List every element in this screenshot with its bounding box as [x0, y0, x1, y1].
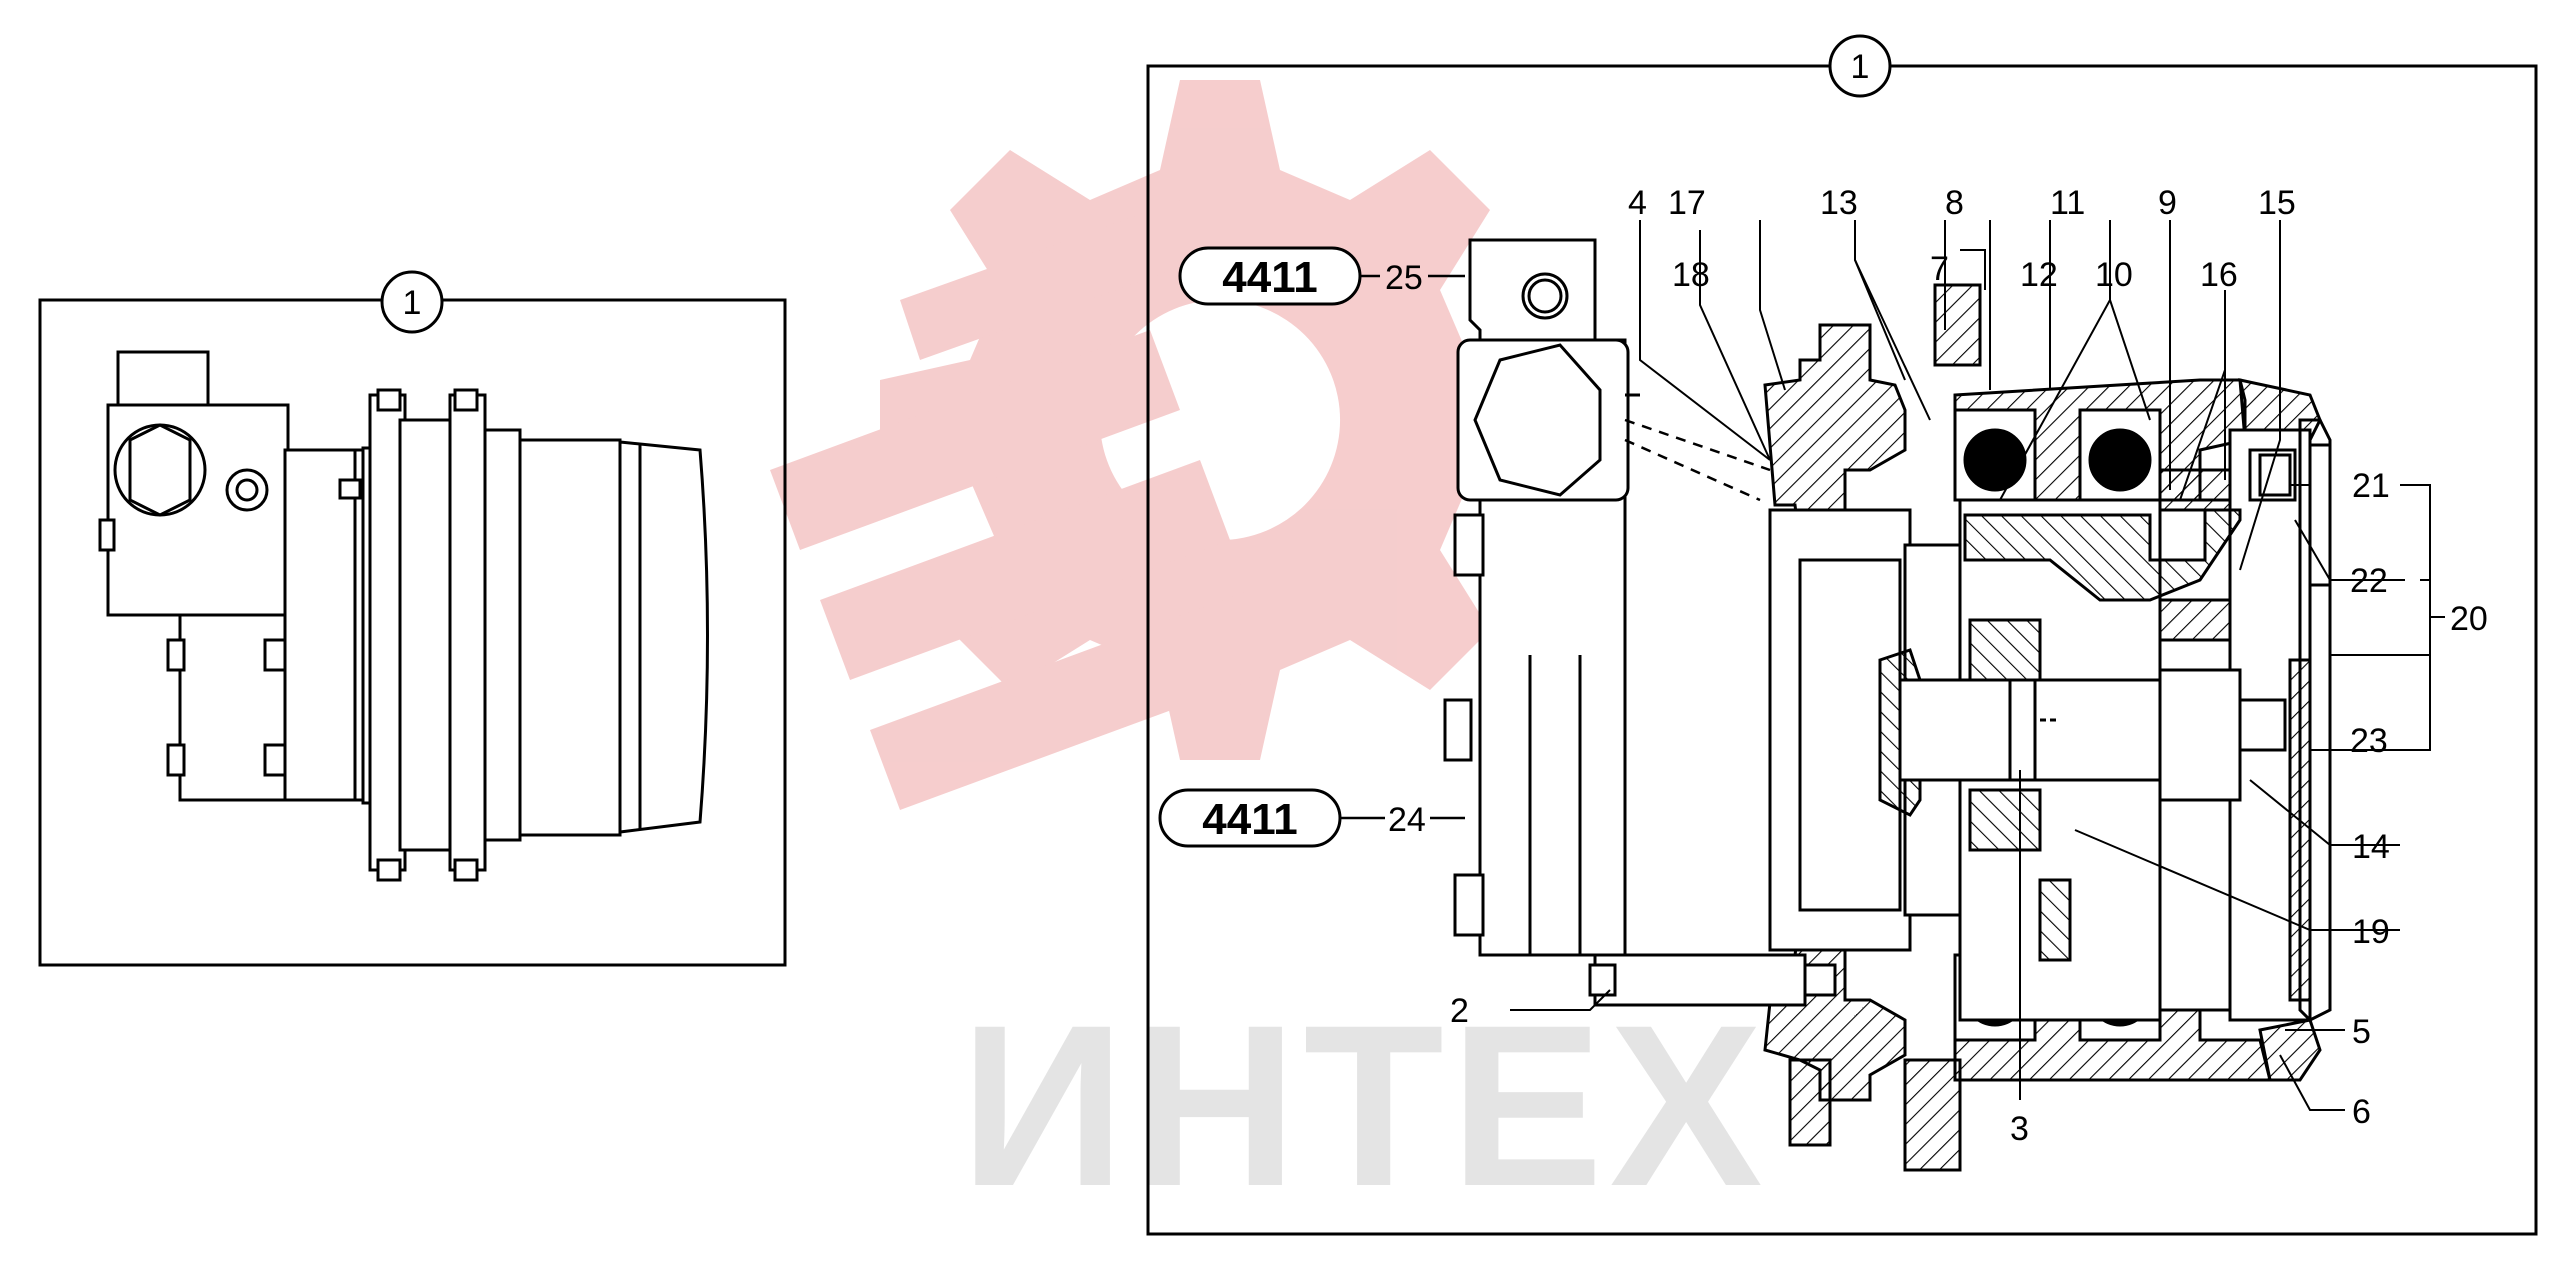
- callout-18[interactable]: 18: [1672, 256, 1710, 294]
- oil-passage: [1624, 418, 1771, 502]
- callout-22[interactable]: 22: [2350, 562, 2388, 600]
- kit-badge-code: 4411: [1222, 253, 1317, 302]
- kit-badge-25[interactable]: 4411 25: [1178, 246, 1465, 306]
- callout-10[interactable]: 10: [2095, 256, 2133, 294]
- watermark-gear-icon: [770, 80, 1560, 810]
- plug-part-7: [1933, 283, 1982, 367]
- section-panel: 1 4411 25 4411 24: [1146, 34, 2538, 1236]
- callout-13[interactable]: 13: [1820, 184, 1858, 222]
- callout-3[interactable]: 3: [2010, 1110, 2029, 1148]
- kit-badge-24[interactable]: 4411 24: [1158, 788, 1465, 848]
- callout-14[interactable]: 14: [2352, 828, 2390, 866]
- overview-item-circle[interactable]: [380, 270, 444, 334]
- section-item-circle[interactable]: [1828, 34, 1892, 98]
- overview-item-number: 1: [403, 284, 422, 322]
- callout-23[interactable]: 23: [2350, 722, 2388, 760]
- leader-lines: [1510, 220, 2445, 1111]
- callout-11[interactable]: 11: [2050, 184, 2085, 222]
- callout-16[interactable]: 16: [2200, 256, 2238, 294]
- kit-badge-code: 4411: [1202, 795, 1297, 844]
- section-drawing: [1443, 238, 2332, 1172]
- watermark-logo: ИНТЕХ: [770, 80, 1769, 1234]
- callout-15[interactable]: 15: [2258, 184, 2296, 222]
- callout-12[interactable]: 12: [2020, 256, 2058, 294]
- callout-20[interactable]: 20: [2450, 600, 2488, 638]
- callout-7[interactable]: 7: [1930, 250, 1949, 288]
- callout-17[interactable]: 17: [1668, 184, 1706, 222]
- callout-21[interactable]: 21: [2352, 467, 2390, 505]
- callout-2[interactable]: 2: [1450, 992, 1469, 1030]
- brake-valve-block: [1443, 238, 1640, 957]
- callout-24[interactable]: 24: [1388, 801, 1426, 839]
- overview-panel: 1: [38, 270, 787, 967]
- mounting-bolt: [1588, 953, 1837, 1007]
- callout-19[interactable]: 19: [2352, 913, 2390, 951]
- drive-shaft: [1898, 668, 2287, 802]
- callout-25[interactable]: 25: [1385, 259, 1423, 297]
- callout-5[interactable]: 5: [2352, 1013, 2371, 1051]
- callout-numbers: 4 17 18 13 8 7 12 11 10 9 16 15 21 22 20…: [1450, 184, 2488, 1148]
- callout-6[interactable]: 6: [2352, 1093, 2371, 1131]
- section-item-number: 1: [1851, 48, 1870, 86]
- callout-4[interactable]: 4: [1628, 184, 1647, 222]
- watermark-text: ИНТЕХ: [960, 977, 1769, 1234]
- callout-8[interactable]: 8: [1945, 184, 1964, 222]
- overview-motor-drawing: [98, 350, 709, 882]
- callout-9[interactable]: 9: [2158, 184, 2177, 222]
